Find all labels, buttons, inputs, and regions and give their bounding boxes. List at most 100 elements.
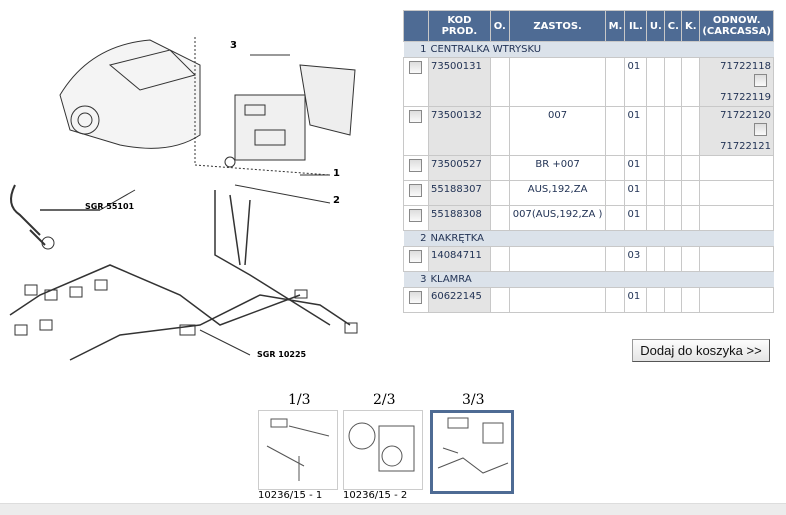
il-cell: 01 bbox=[624, 287, 648, 313]
add-to-cart-button[interactable]: Dodaj do koszyka >> bbox=[632, 339, 770, 362]
c-cell bbox=[664, 287, 683, 313]
o-cell bbox=[489, 287, 510, 313]
label-sgr-55101: SGR 55101 bbox=[85, 202, 135, 211]
row-checkbox[interactable] bbox=[409, 159, 422, 172]
table-row: 14084711 03 bbox=[403, 246, 774, 272]
col-u: U. bbox=[646, 10, 666, 42]
zastos-cell bbox=[508, 57, 607, 107]
zastos-cell: AUS,192,ZA bbox=[508, 180, 607, 206]
thumbnail-1[interactable] bbox=[258, 410, 338, 490]
kod-cell: 14084711 bbox=[427, 246, 491, 272]
kod-cell: 60622145 bbox=[427, 287, 491, 313]
row-checkbox[interactable] bbox=[409, 110, 422, 123]
odnow-code: 71722119 bbox=[720, 92, 771, 103]
u-cell bbox=[646, 155, 666, 181]
il-cell: 01 bbox=[624, 180, 648, 206]
odnow-cell bbox=[699, 287, 774, 313]
c-cell bbox=[664, 180, 683, 206]
u-cell bbox=[646, 57, 666, 107]
row-checkbox[interactable] bbox=[409, 291, 422, 304]
row-checkbox[interactable] bbox=[409, 184, 422, 197]
callout-2: 2 bbox=[333, 195, 340, 206]
m-cell bbox=[605, 205, 626, 231]
k-cell bbox=[681, 205, 701, 231]
col-m: M. bbox=[605, 10, 626, 42]
group-name: KLAMRA bbox=[428, 271, 774, 288]
odnow-cell bbox=[699, 155, 774, 181]
thumb-label-2: 2/3 bbox=[373, 392, 396, 408]
k-cell bbox=[681, 246, 701, 272]
thumb-caption-1: 10236/15 - 1 bbox=[258, 490, 323, 501]
m-cell bbox=[605, 246, 626, 272]
col-odnow: ODNOW. (CARCASSA) bbox=[699, 10, 774, 42]
odnow-code: 71722121 bbox=[720, 141, 771, 152]
zastos-cell bbox=[508, 246, 607, 272]
il-cell: 03 bbox=[624, 246, 648, 272]
col-kod: KOD PROD. bbox=[427, 10, 491, 42]
odnow-cell bbox=[699, 246, 774, 272]
zastos-cell: BR +007 bbox=[508, 155, 607, 181]
table-row: 60622145 01 bbox=[403, 287, 774, 313]
kod-cell: 73500131 bbox=[427, 57, 491, 107]
k-cell bbox=[681, 106, 701, 156]
u-cell bbox=[646, 180, 666, 206]
m-cell bbox=[605, 287, 626, 313]
group-number: 1 bbox=[403, 41, 429, 58]
u-cell bbox=[646, 205, 666, 231]
zastos-cell: 007 bbox=[508, 106, 607, 156]
col-k: K. bbox=[681, 10, 701, 42]
parts-diagram: 3 1 2 SGR 55101 SGR 10225 bbox=[0, 25, 370, 385]
group-name: NAKRĘTKA bbox=[428, 230, 774, 247]
table-row: 55188307 AUS,192,ZA 01 bbox=[403, 180, 774, 206]
odnow-checkbox[interactable] bbox=[754, 74, 767, 87]
group-number: 3 bbox=[403, 271, 429, 288]
col-il: IL. bbox=[624, 10, 648, 42]
o-cell bbox=[489, 205, 510, 231]
u-cell bbox=[646, 106, 666, 156]
k-cell bbox=[681, 287, 701, 313]
o-cell bbox=[489, 155, 510, 181]
o-cell bbox=[489, 246, 510, 272]
row-checkbox[interactable] bbox=[409, 61, 422, 74]
thumb-caption-2: 10236/15 - 2 bbox=[343, 490, 408, 501]
c-cell bbox=[664, 155, 683, 181]
row-checkbox[interactable] bbox=[409, 209, 422, 222]
group-number: 2 bbox=[403, 230, 429, 247]
thumbnail-2[interactable] bbox=[343, 410, 423, 490]
il-cell: 01 bbox=[624, 155, 648, 181]
m-cell bbox=[605, 155, 626, 181]
o-cell bbox=[489, 106, 510, 156]
odnow-code: 71722120 bbox=[720, 110, 771, 121]
row-checkbox[interactable] bbox=[409, 250, 422, 263]
kod-cell: 55188307 bbox=[427, 180, 491, 206]
col-c: C. bbox=[664, 10, 683, 42]
c-cell bbox=[664, 246, 683, 272]
kod-cell: 73500527 bbox=[427, 155, 491, 181]
label-sgr-10225: SGR 10225 bbox=[257, 350, 307, 359]
o-cell bbox=[489, 57, 510, 107]
odnow-cell bbox=[699, 205, 774, 231]
thumbnail-3-selected[interactable] bbox=[430, 410, 514, 494]
thumb-label-1: 1/3 bbox=[288, 392, 311, 408]
col-zastos: ZASTOS. bbox=[508, 10, 607, 42]
u-cell bbox=[646, 246, 666, 272]
il-cell: 01 bbox=[624, 57, 648, 107]
c-cell bbox=[664, 205, 683, 231]
odnow-cell: 71722120 71722121 bbox=[699, 106, 774, 156]
col-select bbox=[403, 10, 429, 42]
m-cell bbox=[605, 106, 626, 156]
odnow-checkbox[interactable] bbox=[754, 123, 767, 136]
k-cell bbox=[681, 155, 701, 181]
o-cell bbox=[489, 180, 510, 206]
thumb-label-3: 3/3 bbox=[462, 392, 485, 408]
k-cell bbox=[681, 180, 701, 206]
parts-table: KOD PROD. O. ZASTOS. M. IL. U. C. K. ODN… bbox=[403, 10, 774, 313]
horizontal-scrollbar[interactable] bbox=[0, 503, 786, 515]
